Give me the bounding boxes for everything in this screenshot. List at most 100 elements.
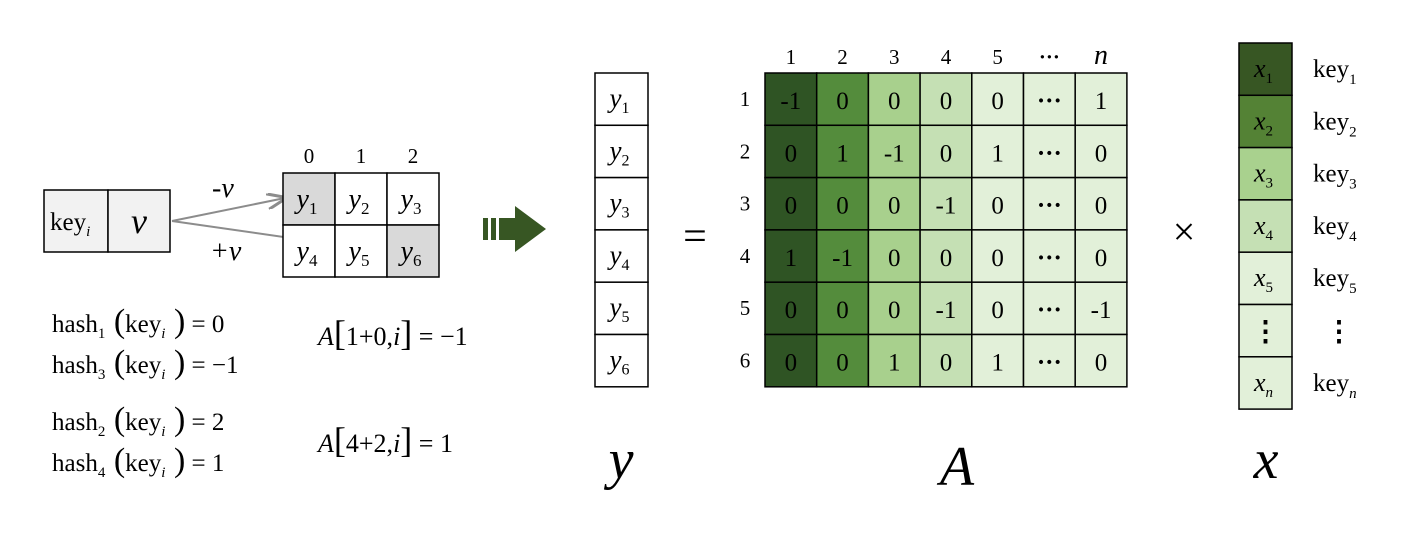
matrix-cell [1022, 124, 1076, 179]
bucket-col-header: 0 [304, 144, 315, 168]
value-cell [107, 189, 171, 253]
matrix-cell-value: 0 [836, 193, 849, 220]
matrix-col-header: 5 [992, 45, 1003, 69]
hash-equation: hash4 (keyi ) = 1 [52, 442, 224, 481]
y-vector-entry: y1 [607, 83, 630, 117]
matrix-col-header: 1 [786, 45, 797, 69]
matrix-cell-value: 1 [1095, 88, 1108, 115]
matrix-col-header: 3 [889, 45, 900, 69]
matrix-label: A [936, 436, 975, 498]
matrix-cell-value: 0 [940, 140, 953, 167]
matrix-cell [1074, 72, 1128, 127]
matrix-cell-value: 0 [836, 297, 849, 324]
matrix-cell [971, 333, 1025, 388]
bucket-cell [386, 172, 440, 226]
x-vector-cell [1238, 146, 1293, 201]
matrix-cell-value: 0 [888, 193, 901, 220]
matrix-cell-value: 0 [785, 193, 798, 220]
matrix-cell-value: 0 [836, 350, 849, 377]
key-label: keyi [50, 209, 90, 240]
matrix-cell [1022, 72, 1076, 127]
matrix-cell [919, 124, 973, 179]
matrix-row-header: 5 [740, 296, 751, 320]
matrix-row-header: 4 [740, 244, 751, 268]
matrix-cell [1074, 229, 1128, 283]
y-vector-label: y [604, 429, 634, 491]
matrix-cell-value: 0 [785, 350, 798, 377]
matrix-cell-value: -1 [1091, 297, 1112, 324]
x-vector-label: x [1253, 429, 1279, 491]
y-vector-cell [594, 124, 649, 179]
equals-sign: = [683, 214, 707, 260]
matrix-cell [1074, 281, 1128, 336]
matrix-cell-value: 0 [991, 245, 1004, 272]
x-vector-cell [1238, 251, 1293, 306]
y-vector-entry: y6 [607, 345, 630, 379]
x-vector-cell [1238, 356, 1293, 410]
matrix-col-header: 4 [941, 45, 952, 69]
x-vector-entry: x5 [1253, 263, 1273, 296]
matrix-row-header: 2 [740, 139, 751, 163]
matrix-cell-value: 0 [991, 88, 1004, 115]
matrix-cell [1022, 229, 1076, 283]
matrix-cell-value: 1 [991, 350, 1004, 377]
x-vector-ellipsis: ⋮ [1252, 317, 1280, 348]
matrix-cell [1074, 333, 1128, 388]
key-ellipsis: ⋮ [1325, 317, 1353, 348]
matrix-cell-value: -1 [780, 88, 801, 115]
bucket-cell [334, 172, 388, 226]
matrix-cell [764, 124, 818, 179]
matrix-cell-value: ··· [1037, 350, 1062, 377]
bucket-cell-label: y3 [398, 184, 422, 218]
minus-v-label: -v [212, 173, 234, 204]
matrix-cell [971, 72, 1025, 127]
matrix-cell-value: 0 [888, 88, 901, 115]
x-vector-cell [1238, 94, 1293, 149]
bucket-cell-label: y4 [294, 236, 318, 270]
matrix-cell [815, 72, 870, 127]
x-vector-entry: xn [1253, 368, 1273, 401]
matrix-cell-value: 0 [888, 245, 901, 272]
hash-arrows: -v +v [171, 173, 388, 267]
matrix-cell-value: 1 [785, 245, 798, 272]
matrix-cell [1022, 333, 1076, 388]
y-vector-entry: y5 [607, 292, 630, 326]
matrix-col-header: n [1094, 40, 1108, 71]
matrix-cell-value: 0 [991, 193, 1004, 220]
value-label: v [131, 201, 147, 241]
matrix-col-header: 2 [837, 45, 848, 69]
arrow-to-y1 [171, 198, 285, 222]
matrix-cell-value: ··· [1037, 193, 1062, 220]
matrix-cell [867, 72, 921, 127]
matrix-cell [867, 281, 921, 336]
x-vector-entry: x2 [1253, 106, 1273, 139]
key-value-pair: keyi v [43, 189, 171, 253]
matrix-cell-value: 0 [785, 297, 798, 324]
matrix-cell [971, 229, 1025, 283]
key-label: key3 [1313, 161, 1357, 193]
bucket-col-header: 2 [408, 144, 419, 168]
hash-equation: hash1 (keyi ) = 0 [52, 303, 224, 342]
matrix-cell-value: ··· [1037, 297, 1062, 324]
plus-v-label: +v [210, 236, 242, 267]
matrix-index-equation: A[1+0,i] = −1 [316, 313, 468, 353]
matrix-cell-value: 0 [1095, 193, 1108, 220]
matrix-cell-value: -1 [936, 297, 957, 324]
x-vector-entry: x1 [1253, 54, 1273, 87]
y-vector-entry: y2 [607, 135, 630, 169]
bucket-cell [282, 172, 336, 226]
matrix-cell-value: 0 [991, 297, 1004, 324]
bucket-col-header: 1 [356, 144, 367, 168]
matrix-cell-value: 0 [1095, 140, 1108, 167]
matrix-cell [1022, 281, 1076, 336]
y-vector-cell [594, 229, 649, 283]
matrix-cell [867, 333, 921, 388]
matrix-cell [815, 333, 870, 388]
matrix-cell-value: 0 [1095, 350, 1108, 377]
matrix-cell-value: 0 [940, 245, 953, 272]
y-vector-entry: y3 [607, 188, 630, 222]
